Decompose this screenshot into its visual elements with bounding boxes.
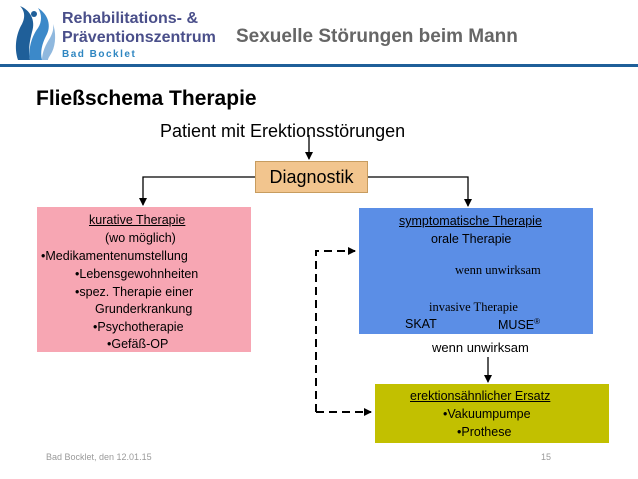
dashed-arrow-to-symptomatisch [315, 247, 356, 412]
symptomatische-therapie-box: symptomatische Therapie orale Therapie w… [359, 208, 593, 334]
kurativ-item: •Medikamentenumstellung [41, 249, 188, 263]
page-number: 15 [541, 452, 552, 462]
diagnostik-box: Diagnostik [255, 161, 368, 193]
arrow-diagnostik-to-kurativ [139, 176, 255, 206]
slide-title: Fließschema Therapie [36, 87, 257, 110]
kurativ-item: Grunderkrankung [95, 302, 193, 316]
wenn-unwirksam-label: wenn unwirksam [432, 340, 529, 355]
skat-label: SKAT [405, 317, 437, 331]
logo-line-3: Bad Bocklet [62, 49, 137, 60]
ersatz-item: •Prothese [457, 425, 512, 439]
kurativ-heading: kurative Therapie [89, 213, 186, 227]
patient-label: Patient mit Erektionsstörungen [160, 121, 406, 141]
ersatz-item: •Vakuumpumpe [443, 407, 531, 421]
erektionsaehnlicher-ersatz-box: erektionsähnlicher Ersatz •Vakuumpumpe •… [375, 384, 609, 443]
logo: Rehabilitations- & Präventionszentrum Ba… [8, 4, 218, 64]
flame-figure-logo-icon [15, 6, 56, 60]
kurativ-item: •Lebensgewohnheiten [75, 267, 199, 281]
muse-trademark: ® [534, 317, 541, 326]
header-divider [0, 64, 638, 67]
arrow-diagnostik-to-symptomatisch [368, 176, 472, 207]
invasive-therapie-label: invasive Therapie [429, 300, 518, 314]
kurativ-item: •Gefäß-OP [107, 337, 169, 351]
logo-line-1: Rehabilitations- & [62, 10, 199, 27]
ersatz-heading: erektionsähnlicher Ersatz [410, 389, 551, 403]
symptomatisch-heading: symptomatische Therapie [399, 214, 542, 228]
kurativ-item: •spez. Therapie einer [75, 285, 194, 299]
logo-line-2: Präventionszentrum [62, 29, 216, 46]
orale-therapie-label: orale Therapie [431, 232, 512, 246]
header-title: Sexuelle Störungen beim Mann [236, 26, 518, 47]
footer-date: Bad Bocklet, den 12.01.15 [46, 452, 152, 462]
kurativ-subheading: (wo möglich) [105, 231, 176, 245]
kurativ-item: •Psychotherapie [93, 320, 184, 334]
kurative-therapie-box: kurative Therapie (wo möglich) •Medikame… [37, 207, 251, 352]
muse-label: MUSE® [498, 317, 541, 333]
wenn-unwirksam-inner: wenn unwirksam [455, 263, 541, 277]
